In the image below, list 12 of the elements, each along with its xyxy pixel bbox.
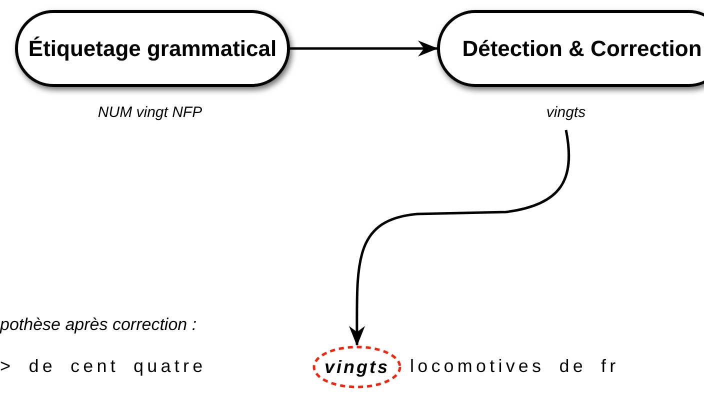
arrow	[290, 40, 438, 56]
process-pill	[437, 10, 704, 87]
annotation: NUM vingt NFP	[96, 104, 204, 121]
node-label: Détection & Correction	[462, 35, 702, 63]
highlighted-word	[312, 345, 402, 389]
arrow	[348, 130, 570, 346]
highlighted-word-text: vingts	[324, 356, 390, 378]
sentence-text: > de cent quatre	[0, 356, 206, 377]
annotation: vingts	[545, 104, 587, 121]
sentence-text: locomotives de fr	[410, 356, 620, 377]
node-label: Étiquetage grammatical	[28, 35, 277, 63]
process-pill	[15, 10, 290, 87]
